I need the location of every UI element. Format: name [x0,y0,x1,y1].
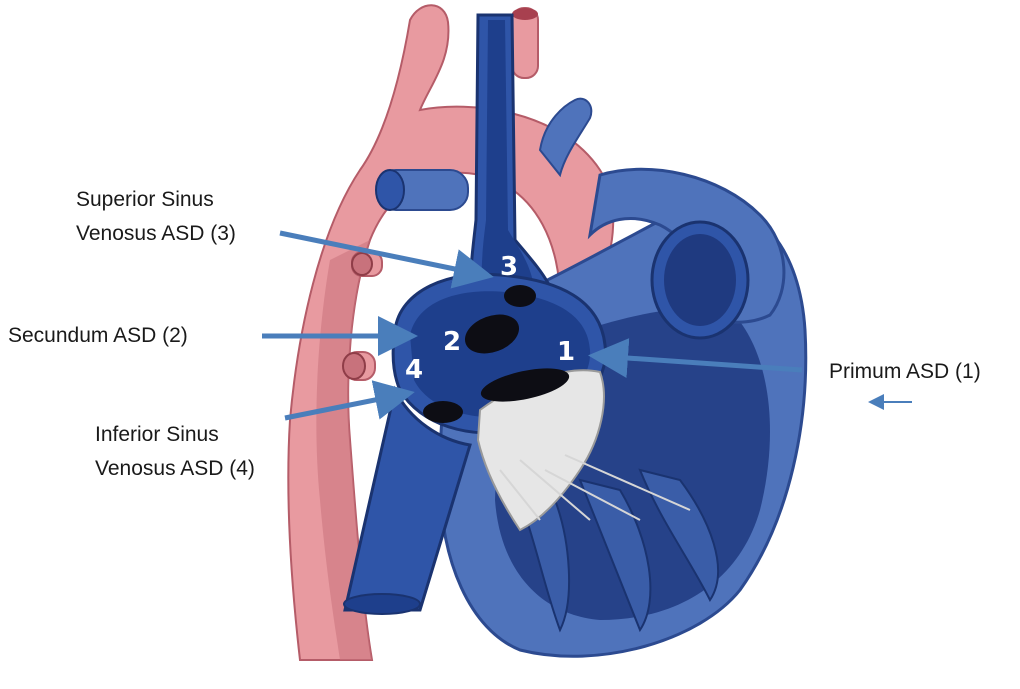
azygos-vein [376,170,468,210]
intercostal-vessel-bottom [343,352,375,380]
defect-number-2: 2 [443,327,461,357]
label-inferior-sinus: Inferior Sinus Venosus ASD (4) [95,418,255,486]
defect-number-4: 4 [405,355,423,385]
aorta-branch-opening [512,8,538,20]
label-superior-line1: Superior Sinus [76,183,236,217]
label-inferior-line1: Inferior Sinus [95,418,255,452]
defect-number-3: 3 [500,252,518,282]
label-secundum: Secundum ASD (2) [8,319,188,353]
label-superior-line2: Venosus ASD (3) [76,217,236,251]
label-inferior-line2: Venosus ASD (4) [95,452,255,486]
defect-number-1: 1 [557,337,575,367]
label-superior-sinus: Superior Sinus Venosus ASD (3) [76,183,236,251]
defect-3 [504,285,536,307]
label-primum: Primum ASD (1) [829,355,981,389]
defect-4 [423,401,463,423]
